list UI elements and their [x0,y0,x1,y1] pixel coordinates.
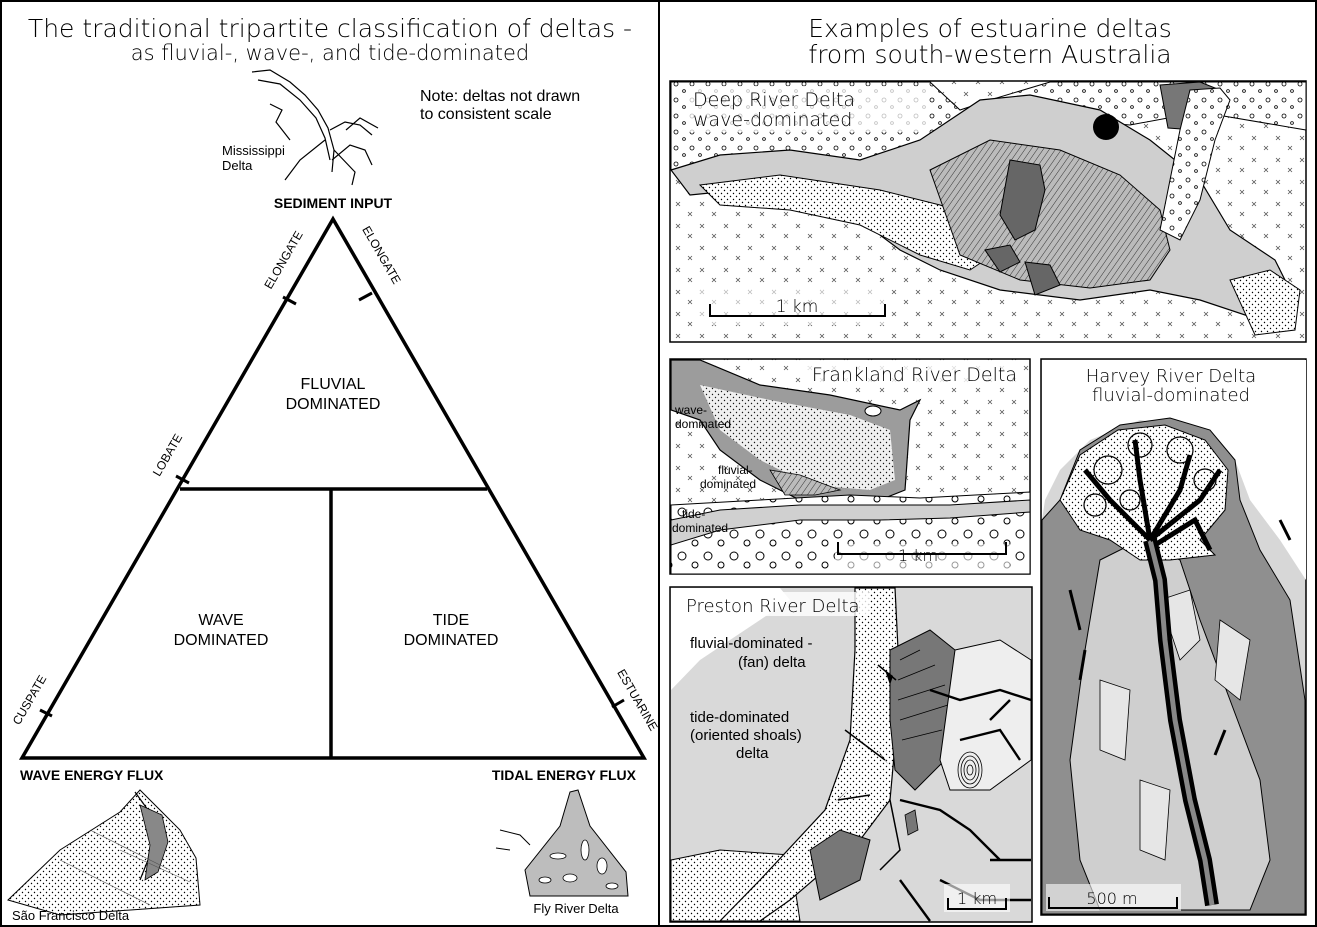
tide-label-line2: DOMINATED [404,632,499,649]
frankland-tide-label-1: tide- [682,507,705,521]
deep-river-title: Deep River Delta [693,89,855,111]
wave-label-line2: DOMINATED [174,632,269,649]
scale-note-line2: to consistent scale [420,106,552,123]
tidal-energy-flux-label: TIDAL ENERGY FLUX [492,767,637,783]
deep-river-scale: 1 km [776,297,819,317]
left-title-line2: as fluvial-, wave-, and tide-dominated [131,41,529,65]
sediment-input-label: SEDIMENT INPUT [274,195,393,211]
harvey-river-title: Harvey River Delta [1086,366,1256,387]
harvey-river-map [1041,359,1306,915]
frankland-river-scale: 1 km [898,546,938,565]
harvey-river-type: fluvial-dominated [1092,385,1250,406]
mississippi-delta-sketch [252,70,378,185]
fly-river-delta-sketch [496,790,628,896]
wave-label-line1: WAVE [198,612,243,629]
lobate-label: LOBATE [150,431,185,478]
left-panel: The traditional tripartite classificatio… [8,14,661,923]
deep-river-type: wave-dominated [693,109,852,131]
preston-fan-label-1: fluvial-dominated - [690,635,813,652]
preston-fan-label-2: (fan) delta [738,654,806,671]
tide-label-line1: TIDE [433,612,469,629]
fluvial-label-line1: FLUVIAL [301,376,366,393]
elongate-left-label: ELONGATE [261,229,305,292]
classification-triangle [22,219,644,758]
mississippi-label-line1: Mississippi [222,143,285,158]
preston-tide-label-2: (oriented shoals) [690,727,802,744]
sao-francisco-label: São Francisco Delta [12,908,130,923]
preston-river-title: Preston River Delta [686,596,860,617]
frankland-river-title: Frankland River Delta [812,364,1017,386]
harvey-river-scale: 500 m [1086,889,1137,908]
fly-river-label: Fly River Delta [533,901,619,916]
right-title-line1: Examples of estuarine deltas [808,14,1172,43]
frankland-fluvial-label-2: dominated [700,477,756,491]
sao-francisco-delta-sketch [8,790,200,915]
preston-tide-label-3: delta [736,745,769,762]
wave-energy-flux-label: WAVE ENERGY FLUX [20,767,164,783]
frankland-fluvial-label-1: fluvial- [718,463,753,477]
frankland-wave-label-2: dominated [675,417,731,431]
right-panel: Examples of estuarine deltas from south-… [670,14,1306,922]
scale-note-line1: Note: deltas not drawn [420,88,580,105]
left-title-line1: The traditional tripartite classificatio… [28,14,632,43]
preston-tide-label-1: tide-dominated [690,709,789,726]
fluvial-label-line2: DOMINATED [286,396,381,413]
right-title-line2: from south-western Australia [808,40,1171,69]
preston-river-scale: 1 km [957,889,997,908]
mississippi-label-line2: Delta [222,158,253,173]
frankland-wave-label-1: wave- [674,403,707,417]
frankland-tide-label-2: dominated [672,521,728,535]
